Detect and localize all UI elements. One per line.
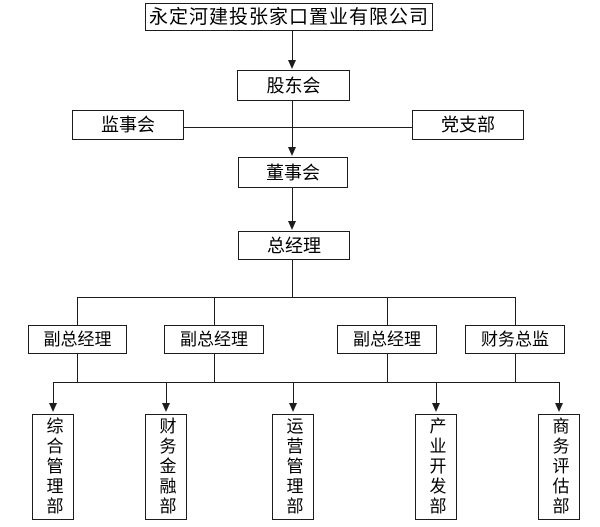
node-dept-business-eval: 商务评估部	[538, 414, 580, 520]
connector-arrowhead	[555, 403, 563, 412]
connector-line	[559, 382, 560, 404]
connector-line	[292, 101, 293, 148]
connector-line	[77, 297, 516, 298]
connector-line	[77, 297, 78, 325]
connector-line	[292, 188, 293, 222]
connector-line	[53, 382, 54, 404]
connector-line	[292, 260, 293, 297]
connector-line	[184, 127, 412, 128]
connector-arrowhead	[162, 403, 170, 412]
node-finance-director: 财务总监	[465, 325, 565, 354]
connector-line	[515, 354, 516, 382]
connector-line	[387, 354, 388, 382]
connector-line	[387, 297, 388, 325]
connector-line	[292, 31, 293, 61]
connector-line	[53, 382, 559, 383]
node-board-of-directors: 董事会	[238, 157, 348, 188]
connector-arrowhead	[289, 403, 297, 412]
node-deputy-gm-3: 副总经理	[337, 325, 437, 354]
connector-line	[214, 297, 215, 325]
connector-line	[214, 354, 215, 382]
node-shareholders-meeting: 股东会	[237, 70, 350, 101]
node-deputy-gm-2: 副总经理	[164, 325, 264, 354]
node-supervisory-board: 监事会	[72, 110, 184, 140]
connector-line	[436, 382, 437, 404]
node-company: 永定河建投张家口置业有限公司	[145, 3, 433, 31]
connector-line	[515, 297, 516, 325]
connector-arrowhead	[288, 147, 296, 156]
node-dept-general-admin: 综合管理部	[32, 414, 74, 520]
node-general-manager: 总经理	[238, 231, 350, 260]
node-dept-industry-dev: 产业开发部	[415, 414, 457, 520]
node-party-branch: 党支部	[412, 110, 524, 140]
connector-line	[77, 354, 78, 382]
connector-arrowhead	[288, 221, 296, 230]
connector-line	[293, 382, 294, 404]
connector-line	[166, 382, 167, 404]
node-deputy-gm-1: 副总经理	[28, 325, 127, 354]
node-dept-operations: 运营管理部	[272, 414, 314, 520]
connector-arrowhead	[432, 403, 440, 412]
node-dept-finance: 财务金融部	[145, 414, 187, 520]
connector-arrowhead	[288, 60, 296, 69]
connector-arrowhead	[49, 403, 57, 412]
